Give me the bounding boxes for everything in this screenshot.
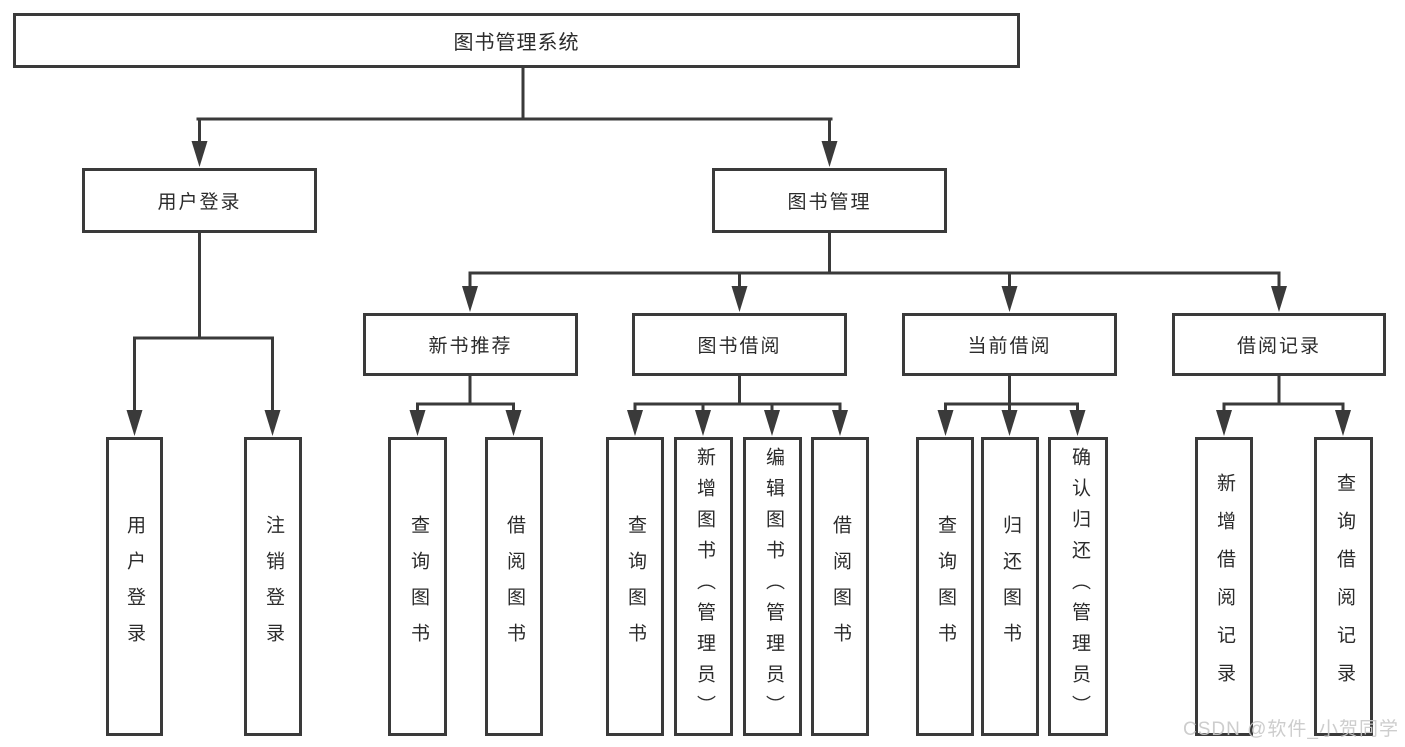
leaf-edit-book-admin: 编辑图书（管理员） [743, 437, 802, 736]
node-current-borrowing: 当前借阅 [902, 313, 1117, 376]
leaf-query-books-current: 查询图书 [916, 437, 974, 736]
node-library-system: 图书管理系统 [13, 13, 1020, 68]
leaf-logout: 注销登录 [244, 437, 302, 736]
node-user-login: 用户登录 [82, 168, 317, 233]
node-book-borrowing: 图书借阅 [632, 313, 847, 376]
node-new-book-recommend: 新书推荐 [363, 313, 578, 376]
leaf-query-books-borrow: 查询图书 [606, 437, 664, 736]
leaf-user-login: 用户登录 [106, 437, 163, 736]
leaf-confirm-return-admin: 确认归还（管理员） [1048, 437, 1108, 736]
leaf-add-book-admin: 新增图书（管理员） [674, 437, 733, 736]
leaf-query-borrow-record: 查询借阅记录 [1314, 437, 1373, 736]
arrowheads [126, 141, 1351, 436]
node-borrowing-records: 借阅记录 [1172, 313, 1386, 376]
leaf-borrow-books-borrow: 借阅图书 [811, 437, 869, 736]
leaf-query-books-recommend: 查询图书 [388, 437, 447, 736]
leaf-borrow-books-recommend: 借阅图书 [485, 437, 543, 736]
leaf-add-borrow-record: 新增借阅记录 [1195, 437, 1253, 736]
node-book-management: 图书管理 [712, 168, 947, 233]
watermark: CSDN @软件_小贺同学 [1183, 719, 1399, 740]
leaf-return-books: 归还图书 [981, 437, 1039, 736]
